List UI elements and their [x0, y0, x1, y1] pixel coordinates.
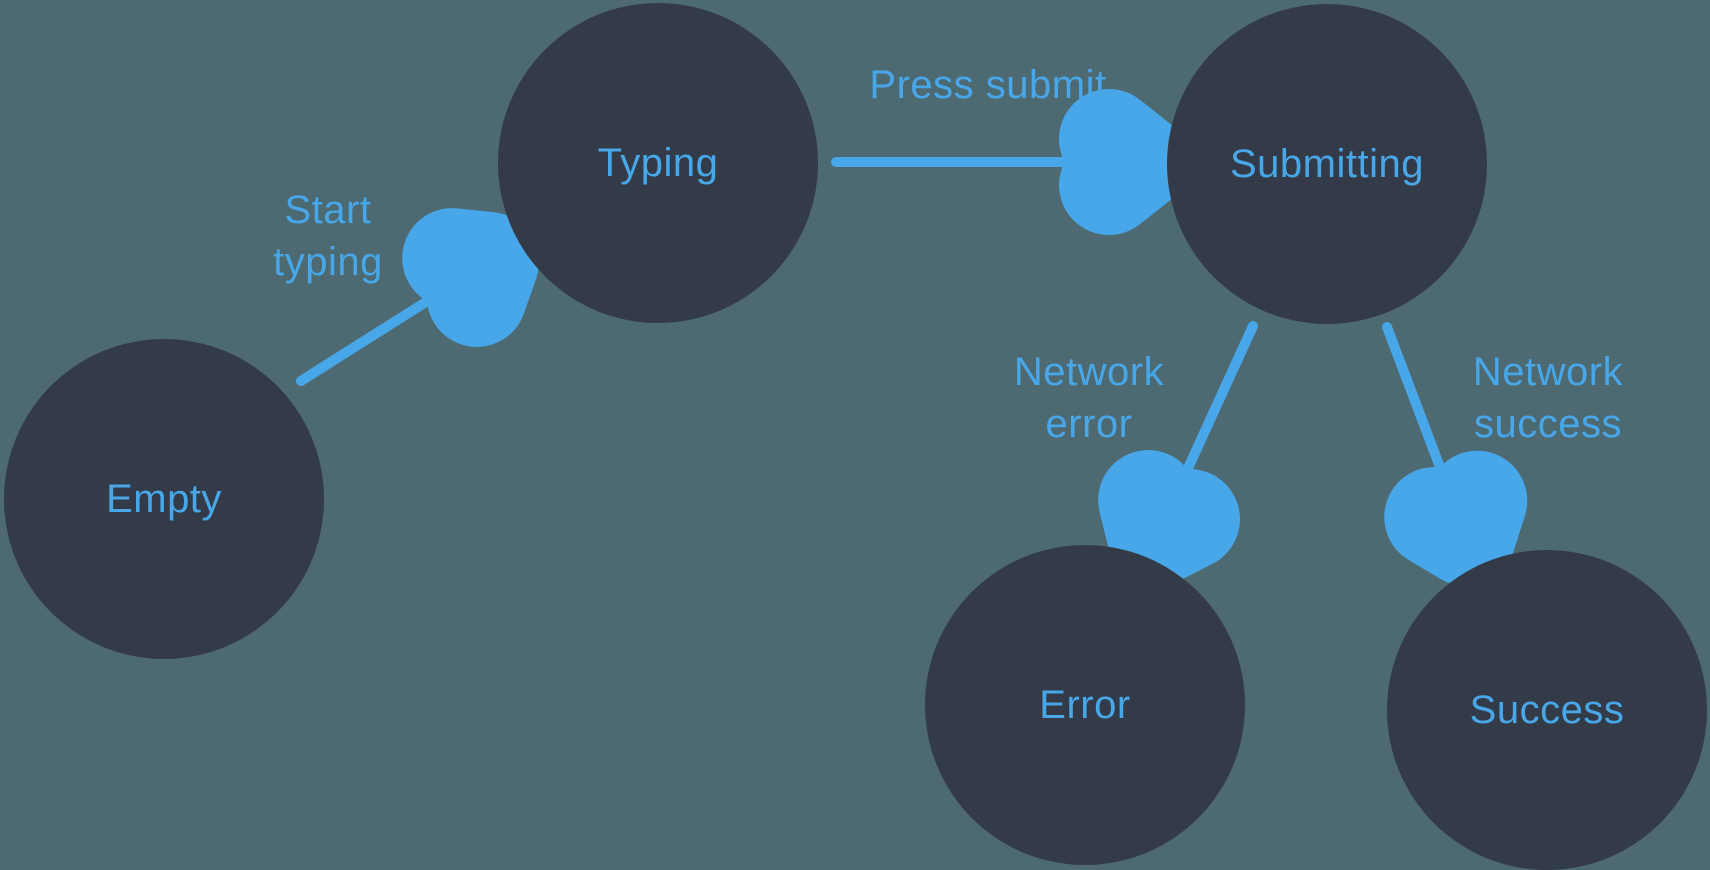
state-node-success: Success [1387, 550, 1707, 870]
state-node-submitting: Submitting [1167, 4, 1487, 324]
state-node-error: Error [925, 545, 1245, 865]
state-node-typing: Typing [498, 3, 818, 323]
edge-label-press-submit: Press submit [869, 63, 1107, 107]
edge-label-start-typing: Start typing [273, 188, 383, 284]
state-label-success: Success [1469, 687, 1625, 732]
state-label-empty: Empty [106, 476, 222, 521]
edge-label-network-success: Network success [1472, 350, 1624, 446]
state-label-submitting: Submitting [1230, 141, 1424, 186]
state-label-typing: Typing [597, 140, 719, 185]
edge-network-success-arrow [1382, 322, 1528, 586]
edge-start-typing-arrow [296, 208, 539, 386]
state-node-empty: Empty [4, 339, 324, 659]
edge-network-error-arrow [1098, 321, 1258, 586]
state-label-error: Error [1039, 682, 1131, 727]
edge-label-network-error: Network error [1013, 350, 1165, 446]
